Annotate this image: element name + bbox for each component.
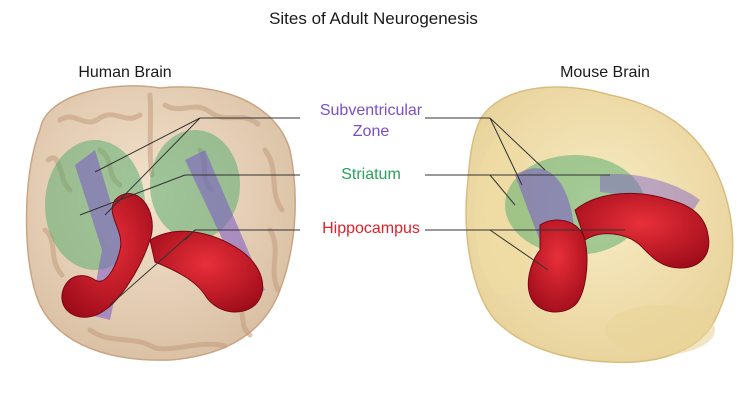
mouse-brain-title: Mouse Brain (520, 64, 690, 82)
diagram-title: Sites of Adult Neurogenesis (0, 9, 747, 29)
human-brain-title: Human Brain (40, 64, 210, 82)
striatum-label: Striatum (296, 166, 446, 184)
hippocampus-label: Hippocampus (296, 220, 446, 238)
svz-label: Subventricular Zone (296, 100, 446, 142)
svz-label-line1: Subventricular (296, 100, 446, 121)
human-brain (27, 86, 296, 360)
mouse-brain (466, 87, 733, 362)
svz-label-line2: Zone (296, 121, 446, 142)
